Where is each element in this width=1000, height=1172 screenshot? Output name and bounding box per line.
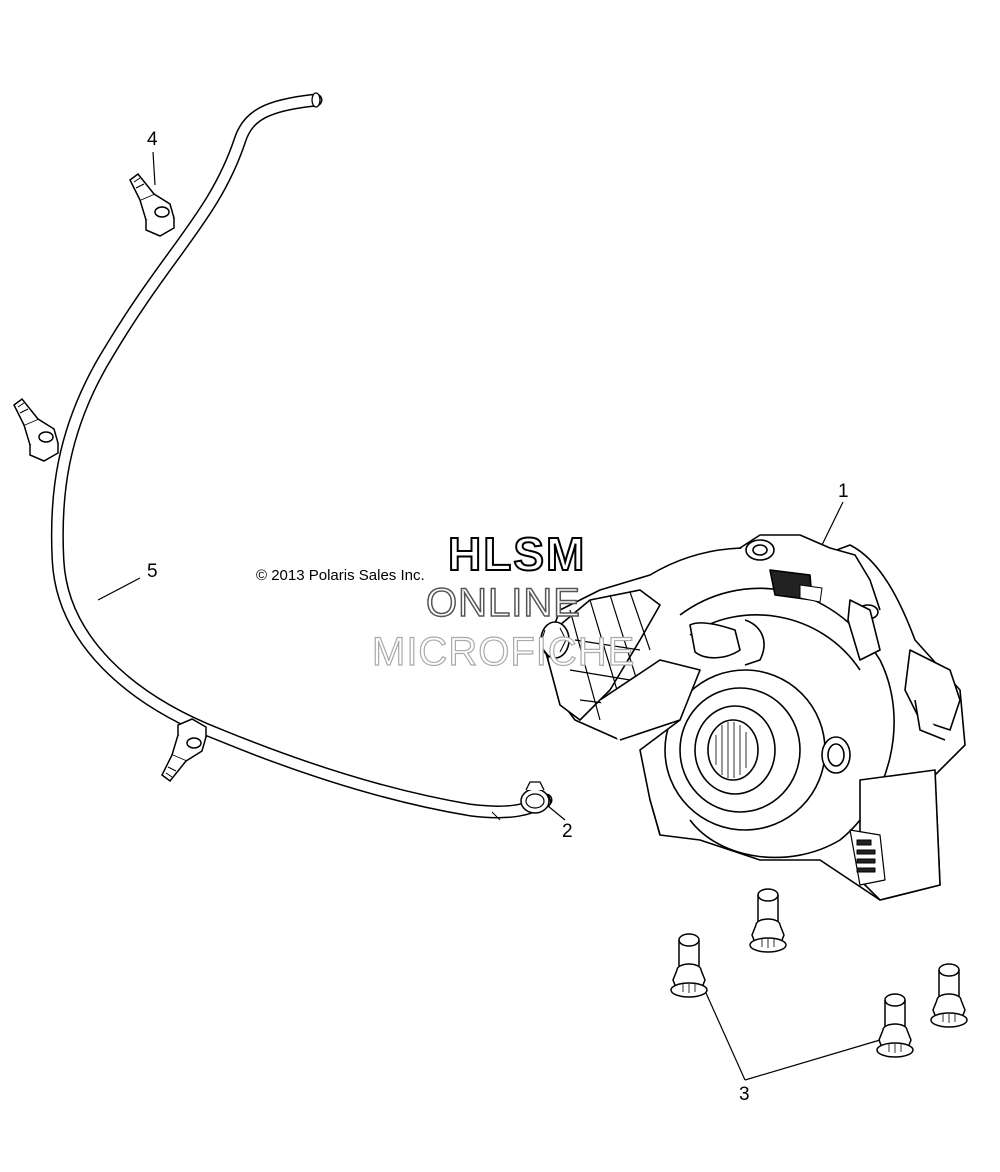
hose-retainer-clip-3: [161, 718, 207, 782]
gearcase: [539, 534, 966, 901]
flange-bolt-2: [670, 933, 708, 998]
watermark-line-3: MICROFICHE: [371, 630, 636, 674]
callout-4: 4: [147, 129, 158, 150]
leader-lines: [97, 151, 881, 1081]
vent-hose: [50, 92, 553, 821]
hose-clamp: [520, 781, 550, 814]
flange-bolt: [749, 888, 787, 953]
hose-retainer-clip: [129, 173, 175, 237]
watermark-line-2: ONLINE: [425, 581, 581, 625]
copyright-notice: © 2013 Polaris Sales Inc.: [256, 567, 425, 584]
callout-1: 1: [838, 481, 849, 502]
watermark-line-1: HLSM: [447, 528, 587, 580]
hose-retainer-clip-2: [13, 398, 59, 462]
callout-2: 2: [562, 821, 573, 842]
flange-bolt-3: [930, 963, 968, 1028]
callout-3: 3: [739, 1084, 750, 1105]
flange-bolt-4: [876, 993, 914, 1058]
callout-5: 5: [147, 561, 158, 582]
